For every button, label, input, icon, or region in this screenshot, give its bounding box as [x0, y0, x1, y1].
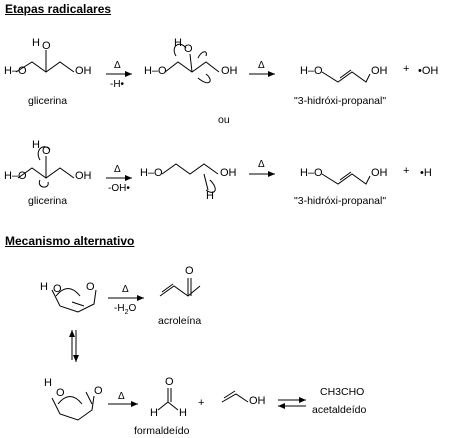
acrolein-label: acroleína [158, 315, 202, 327]
intermediate-1-o-bond [189, 53, 193, 73]
formaldehyde-h-right: H [179, 407, 187, 419]
product-2-ho: H–O [300, 167, 323, 179]
product-1-skeleton [321, 71, 371, 83]
cyclic-ts-2-o-left: O [56, 387, 65, 399]
byproduct-2-plus: + [403, 165, 410, 177]
intermediate-1-ho-left: H–O [144, 65, 167, 77]
glycerin-2-label: glicerina [28, 195, 68, 207]
formaldehyde-h-left: H [150, 407, 158, 419]
acetaldehyde-formula: CH3CHO [320, 386, 365, 398]
glycerin-2-h-top: H [32, 139, 40, 151]
intermediate-1-oh-right: OH [221, 65, 238, 77]
byproduct-1-plus: + [403, 63, 410, 75]
loss-water: -H2O [114, 303, 137, 317]
plus-alt: + [198, 397, 205, 409]
delta-5: Δ [122, 284, 129, 295]
intermediate-1-curved-arrows [173, 43, 211, 84]
delta-3: Δ [114, 164, 121, 175]
acrolein-double-bonds [161, 278, 192, 296]
acrolein-skeleton [159, 285, 201, 297]
product-1-double-bond [339, 69, 352, 79]
delta-1: Δ [114, 60, 121, 71]
product-1-label: "3-hidróxi-propanal" [294, 95, 387, 107]
glycerin-1-o-top: O [42, 40, 51, 52]
product-1-o-right: OH [371, 65, 388, 77]
loss-2: -OH• [108, 183, 130, 194]
formaldehyde-skeleton [157, 388, 179, 411]
cyclic-ts-2-h: H [44, 377, 52, 389]
intermediate-2-h-bottom: H [206, 190, 214, 202]
intermediate-2-h-bond [203, 173, 209, 191]
glycerin-2-o-top: O [42, 145, 51, 157]
glycerin-1-ho-left: H–O [4, 65, 27, 77]
cyclic-ts-2-bonds [57, 391, 93, 405]
intermediate-2-skeleton [161, 163, 219, 175]
glycerin-1-label: glicerina [28, 95, 68, 107]
vinyl-alcohol-oh: OH [249, 395, 266, 407]
cyclic-ts-1-o-left: O [53, 283, 62, 295]
intermediate-2-oh-right: OH [220, 167, 237, 179]
formaldehyde-o: O [165, 376, 174, 388]
delta-2: Δ [258, 60, 265, 71]
glycerin-1-h-top: H [32, 37, 40, 49]
glycerin-2-ho-left: H–O [4, 170, 27, 182]
byproduct-1-oh-radical: •OH [418, 65, 439, 77]
cyclic-ts-2-o-right: O [94, 385, 103, 397]
vinyl-alcohol-skeleton [221, 393, 249, 403]
glycerin-1-oh-right: OH [75, 65, 92, 77]
intermediate-2-ho-left: H–O [140, 167, 163, 179]
loss-1: -H• [110, 79, 125, 90]
delta-6: Δ [118, 391, 125, 402]
product-2-skeleton [321, 173, 371, 185]
glycerin-2-curved-arrows [37, 146, 51, 188]
cyclic-ts-1-bonds [55, 288, 85, 307]
acrolein-o: O [185, 265, 194, 277]
byproduct-2-h-radical: •H [420, 167, 432, 179]
formaldehyde-label: formaldeído [134, 425, 190, 437]
intermediate-1-o: O [184, 43, 193, 55]
delta-4: Δ [258, 159, 265, 170]
intermediate-1-h: H [174, 37, 182, 49]
intermediate-2-curved-arrow [205, 179, 216, 193]
product-2-label: "3-hidróxi-propanal" [294, 195, 387, 207]
section-title-alternative: Mecanismo alternativo [5, 234, 135, 248]
vinyl-alcohol-double-bond [223, 390, 236, 399]
product-1-ho: H–O [300, 65, 323, 77]
cyclic-ts-2-ring [51, 395, 95, 421]
section-title-radical: Etapas radicalares [5, 2, 112, 16]
cyclic-ts-1-h: H [40, 281, 48, 293]
acetaldehyde-label: acetaldeído [312, 404, 367, 416]
cyclic-ts-1-ring [51, 289, 97, 313]
glycerin-2-oh-right: OH [75, 170, 92, 182]
product-2-double-bond [339, 171, 352, 181]
cyclic-ts-1-o-right: O [86, 281, 95, 293]
product-2-o-right: OH [371, 167, 388, 179]
or-label: ou [218, 114, 230, 126]
